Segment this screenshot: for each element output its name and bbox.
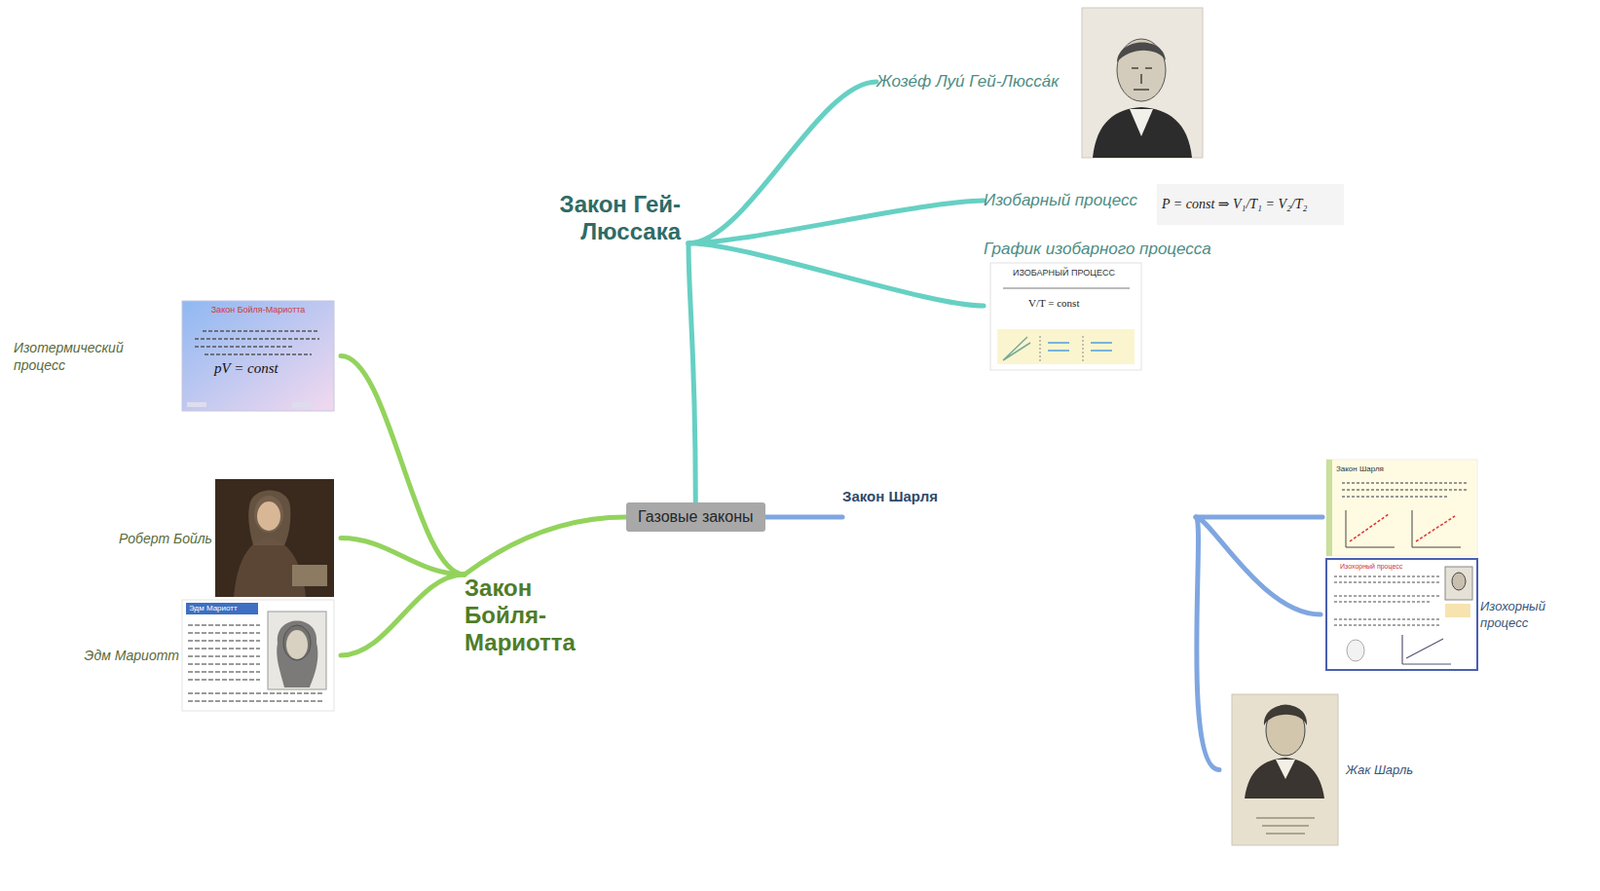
formula: pV = const <box>214 360 279 377</box>
image-title: Закон Бойля-Мариотта <box>186 304 330 315</box>
image-title: Эдм Мариотт <box>188 603 238 613</box>
branch-connector <box>1195 517 1220 771</box>
isochor-image <box>1326 558 1478 670</box>
topic-text: Изобарный процесс <box>983 188 1138 213</box>
image-title: Изохорный процесс <box>1339 562 1403 570</box>
formula: P = const ⇒ V₁/T₁ = V₂/T₂ <box>1161 195 1307 213</box>
leaf-topic: Изобарный процесс <box>983 188 1138 213</box>
topic-text: Жак Шарль <box>1345 761 1414 779</box>
leaf-topic: Жозе́ф Луи́ Гей-Люсса́к <box>876 70 1059 94</box>
branch-topic: Закон Шарля <box>842 486 1196 518</box>
topic-text: Закон Гей-Люссака <box>537 190 681 246</box>
branch-connector <box>340 356 465 576</box>
boyle-image <box>182 300 335 411</box>
topic-text: Газовые законы <box>637 508 754 526</box>
topic-text: Закон Бойля-Мариотта <box>464 574 596 657</box>
portrait <box>215 479 335 597</box>
leaf-topic: Роберт Бойль <box>97 479 341 597</box>
isobar-image <box>990 262 1142 371</box>
charles-image <box>1326 459 1478 557</box>
portrait <box>1081 7 1203 158</box>
branch-connector <box>340 538 465 576</box>
image-title: Закон Шарля <box>1336 464 1384 474</box>
leaf-topic: Эдм Мариотт <box>58 599 341 711</box>
branch-connector <box>1195 517 1321 615</box>
leaf-topic: График изобарного процесса <box>983 237 1218 374</box>
branch-topic: Закон Бойля-Мариотта <box>464 574 596 657</box>
branch-line <box>1195 515 1323 521</box>
image-title: ИЗОБАРНЫЙ ПРОЦЕСС <box>1012 267 1116 278</box>
topic-text: Изохорный процесс <box>1480 597 1596 632</box>
branch-connector <box>464 517 627 575</box>
root-topic: Газовые законы <box>626 502 766 532</box>
branch-connector <box>340 574 465 656</box>
branch-topic: Закон Гей-Люссака <box>537 190 689 246</box>
leaf-topic: Изохорный процесс <box>1320 558 1596 670</box>
branch-connector <box>765 515 843 521</box>
branch-connector <box>688 243 984 306</box>
leaf-topic: Изотермический процесс <box>9 300 341 411</box>
branch-connector <box>688 243 696 503</box>
formula-box <box>1156 184 1344 225</box>
leaf-topic: Жак Шарль <box>1219 694 1429 846</box>
topic-text: Закон Шарля <box>842 486 938 507</box>
formula: V/T = const <box>1028 297 1080 309</box>
topic-text: Жозе́ф Луи́ Гей-Люсса́к <box>876 70 1059 94</box>
topic-text: Роберт Бойль <box>118 529 213 548</box>
topic-text: График изобарного процесса <box>983 237 1212 261</box>
topic-text: Изотермический процесс <box>13 338 176 374</box>
topic-text: Эдм Мариотт <box>83 646 180 665</box>
portrait <box>1231 694 1339 846</box>
mariotte-image <box>182 599 335 711</box>
branch-connector <box>688 200 984 244</box>
